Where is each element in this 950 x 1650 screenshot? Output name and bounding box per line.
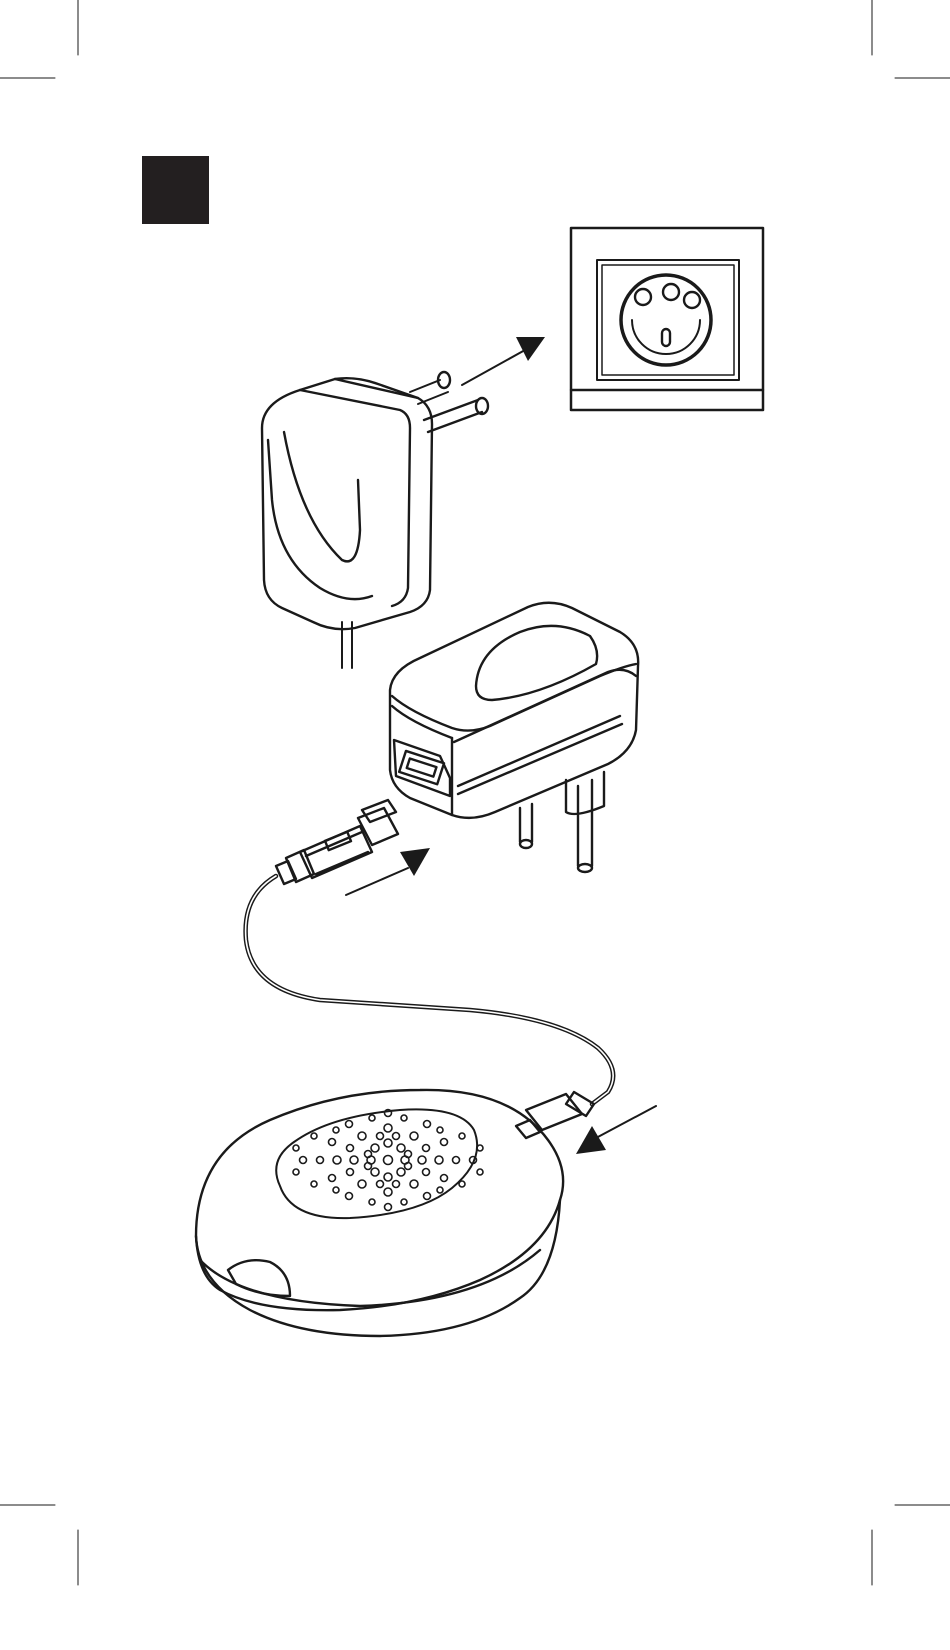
usb-power-adapter-icon (390, 603, 638, 872)
device-icon (196, 1090, 563, 1336)
crop-marks (0, 0, 950, 1585)
round-plug-adapter-icon (262, 372, 488, 668)
arrow-adapter-to-socket (462, 337, 545, 385)
wall-socket-icon (571, 228, 763, 410)
usb-cable-icon (246, 800, 614, 1138)
step-marker (142, 156, 209, 224)
